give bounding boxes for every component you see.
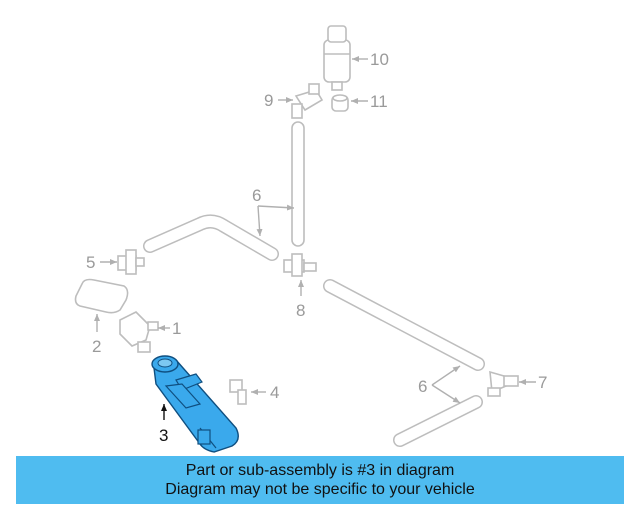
callout-6-upper: 6: [252, 186, 261, 205]
callout-4: 4: [270, 383, 279, 402]
callout-10: 10: [370, 50, 389, 69]
callout-6-lower: 6: [418, 377, 427, 396]
callout-8: 8: [296, 301, 305, 320]
banner-line-1: Part or sub-assembly is #3 in diagram: [185, 462, 455, 479]
bolt-part[interactable]: [229, 379, 247, 405]
tee-connector-part[interactable]: [283, 253, 317, 277]
callout-11: 11: [370, 92, 388, 111]
callout-2: 2: [92, 337, 101, 356]
callout-9: 9: [264, 91, 273, 110]
cover-part[interactable]: [74, 278, 129, 314]
connector-part[interactable]: [117, 249, 145, 275]
info-banner: Part or sub-assembly is #3 in diagram Di…: [16, 456, 624, 504]
callout-5: 5: [86, 253, 95, 272]
nozzle-part[interactable]: [119, 311, 159, 353]
elbow-connector-part[interactable]: [291, 83, 324, 119]
washer-cylinder-part-highlighted[interactable]: [151, 355, 239, 453]
grommet-part[interactable]: [331, 94, 349, 112]
vertical-hose-part[interactable]: [291, 121, 305, 247]
callout-3: 3: [159, 426, 168, 445]
callout-1: 1: [172, 319, 181, 338]
short-hose-part[interactable]: [393, 395, 483, 447]
washer-pump-part[interactable]: [323, 25, 351, 91]
diagonal-hose-part[interactable]: [323, 279, 485, 371]
curved-hose-part[interactable]: [143, 214, 279, 261]
banner-line-2: Diagram may not be specific to your vehi…: [165, 481, 475, 498]
callout-7: 7: [538, 373, 547, 392]
y-connector-part[interactable]: [487, 370, 519, 397]
